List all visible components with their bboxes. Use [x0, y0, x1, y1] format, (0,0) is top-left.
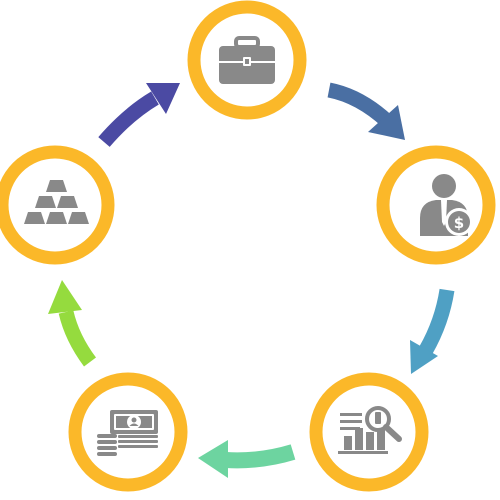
arrow-shaft — [419, 288, 455, 354]
arrow-analytics-to-cash — [198, 440, 296, 478]
arrow-head — [198, 440, 228, 478]
arrow-cash-to-gold — [48, 280, 97, 367]
arrow-shaft — [225, 444, 296, 469]
arrow-shaft — [98, 91, 159, 147]
arrow-head — [146, 83, 180, 114]
arrow-shaft — [58, 310, 97, 367]
svg-text:$: $ — [454, 214, 464, 232]
arrow-investor-to-analytics — [410, 288, 455, 374]
arrow-shaft — [327, 82, 394, 128]
arrow-briefcase-to-investor — [327, 82, 405, 140]
cash-coins-icon — [97, 410, 158, 456]
businessman-dollar-icon: $ — [420, 174, 473, 236]
icons: $ — [24, 36, 473, 456]
arrows — [48, 82, 455, 478]
arrow-head — [368, 105, 405, 140]
gold-bars-icon — [24, 180, 89, 224]
arrow-gold-to-briefcase — [98, 83, 180, 147]
arrow-head — [48, 280, 82, 314]
briefcase-icon — [219, 36, 275, 84]
arrow-head — [410, 340, 438, 374]
chart-magnifier-icon — [338, 406, 402, 454]
